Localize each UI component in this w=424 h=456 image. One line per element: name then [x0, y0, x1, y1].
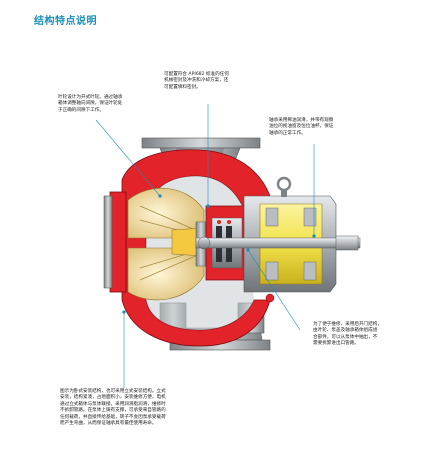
page-title: 结构特点说明 — [34, 16, 97, 27]
bearing-note: 轴承采用稀油润滑，并带有观察 油位的视油窗及恒位油杯，保证 轴承的正常工作。 — [269, 118, 334, 136]
impeller — [127, 187, 207, 301]
callout-lines — [95, 104, 316, 388]
impeller-note: 叶轮设计为开式叶轮。通过轴承 箱体调整轴向间隙，保证叶轮处 于正确的间隙下工作。 — [58, 95, 123, 113]
shaft — [195, 235, 361, 251]
maintenance-note: 为了便于维修，采用后开门结构， 由叶轮、泵盖及轴承箱体组成组 合部件，可以从泵体… — [313, 322, 382, 347]
seal-note: 可配置符合 API682 标准的任何 机械密封及冲洗和冷却方案，还 可配置填料密… — [164, 72, 229, 90]
mounting-note: 图示为卧式安装结构，也可采用立式安装结构。立式 安装，结构紧凑，占地面积小，安装… — [60, 389, 166, 427]
